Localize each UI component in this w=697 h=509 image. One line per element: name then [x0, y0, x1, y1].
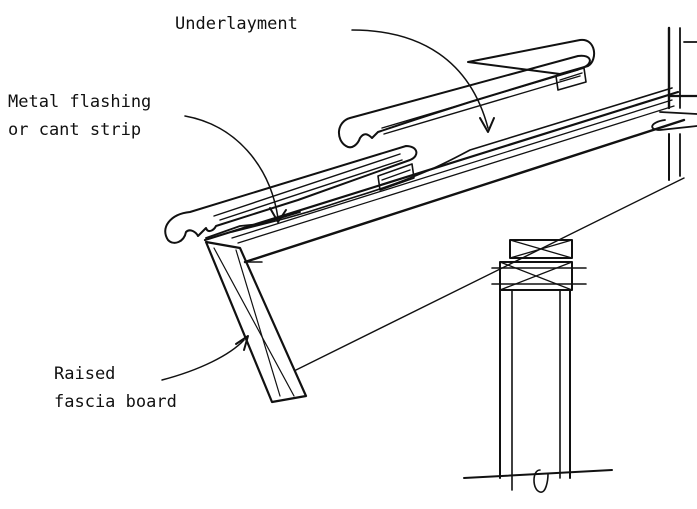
roof-sheathing	[231, 99, 675, 244]
wall-break	[651, 26, 697, 181]
leader-underlayment	[351, 29, 495, 133]
metal-flashing-label-line1: Metal flashing	[8, 92, 152, 112]
wall-studs	[463, 289, 613, 493]
roof-tile-row-1	[164, 145, 418, 244]
raised-fascia-board	[204, 240, 308, 404]
tile-laps	[377, 67, 587, 191]
roof-tile-row-2	[338, 54, 591, 149]
leader-metal-flashing	[184, 115, 287, 223]
underlayment-layer	[231, 87, 673, 233]
wall-top-plates	[491, 239, 587, 291]
raised-fascia-label-line2: fascia board	[54, 392, 177, 412]
underlayment-label: Underlayment	[175, 14, 298, 34]
leader-raised-fascia	[161, 335, 249, 381]
roof-tile-row-2-upper	[467, 38, 596, 75]
metal-flashing-label-line2: or cant strip	[8, 120, 142, 140]
roof-rafter	[203, 90, 686, 371]
raised-fascia-label-line1: Raised	[54, 364, 116, 384]
